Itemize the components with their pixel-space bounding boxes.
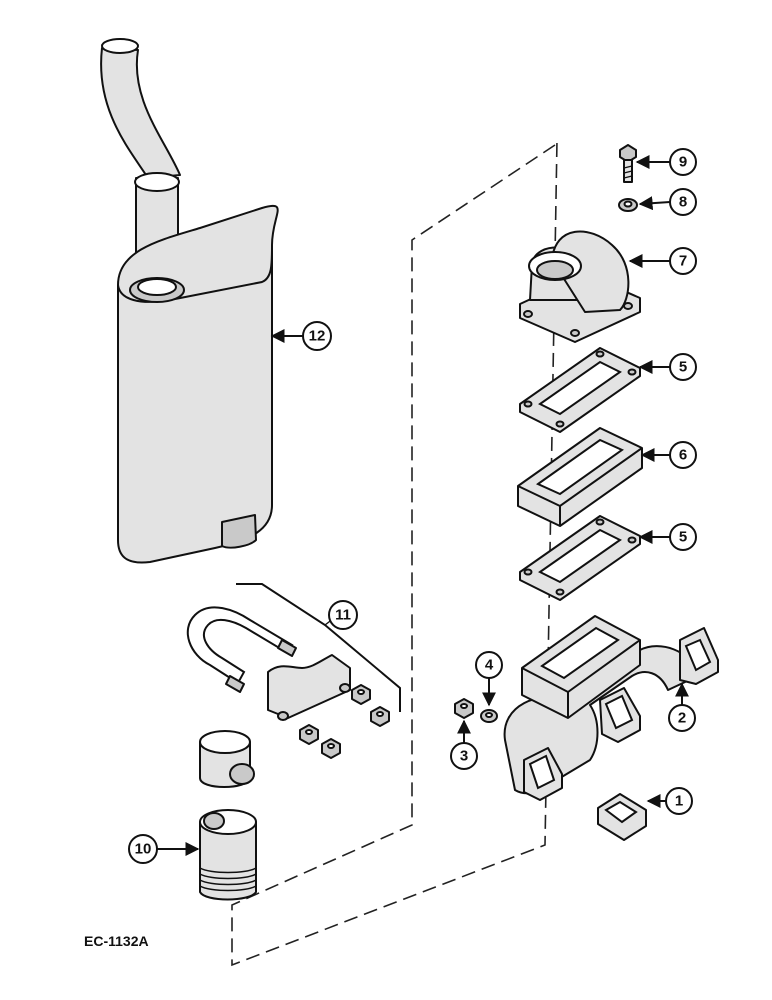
svg-text:3: 3 xyxy=(460,748,468,765)
assembly-dashed-line xyxy=(231,139,558,967)
svg-text:7: 7 xyxy=(679,253,687,270)
svg-text:9: 9 xyxy=(679,154,687,171)
bolt-part-9 xyxy=(619,144,637,183)
svg-text:6: 6 xyxy=(679,447,687,464)
elbow-adapter-part-7 xyxy=(519,230,641,343)
callout-7: 7 xyxy=(669,247,697,275)
callout-4: 4 xyxy=(475,651,503,679)
gasket-part-1 xyxy=(597,793,647,841)
callout-9: 9 xyxy=(669,148,697,176)
pipe-coupler xyxy=(199,730,255,788)
clamp-kit-part-11 xyxy=(186,583,401,759)
callout-6: 6 xyxy=(669,441,697,469)
threaded-pipe-part-10 xyxy=(199,809,257,901)
leader-lines xyxy=(157,155,689,856)
svg-text:5: 5 xyxy=(679,359,687,376)
lock-washer-part-8 xyxy=(618,198,638,212)
callout-5-lower: 5 xyxy=(669,523,697,551)
callout-8: 8 xyxy=(669,188,697,216)
callout-11: 11 xyxy=(328,600,358,630)
svg-text:4: 4 xyxy=(485,657,494,674)
drawing-code: EC-1132A xyxy=(84,933,149,949)
svg-text:8: 8 xyxy=(679,194,687,211)
svg-text:1: 1 xyxy=(675,793,683,810)
svg-text:2: 2 xyxy=(678,710,686,727)
svg-text:10: 10 xyxy=(135,841,152,858)
svg-text:12: 12 xyxy=(309,328,326,345)
callout-1: 1 xyxy=(665,787,693,815)
exhaust-manifold-part-2 xyxy=(503,615,719,801)
callout-5-upper: 5 xyxy=(669,353,697,381)
gasket-upper-part-5 xyxy=(519,347,641,433)
nut-part-3 xyxy=(454,698,474,719)
callout-3: 3 xyxy=(450,742,478,770)
callout-10: 10 xyxy=(128,834,158,864)
gasket-lower-part-5 xyxy=(519,515,641,601)
washer-part-4 xyxy=(480,709,498,723)
spacer-part-6 xyxy=(517,427,643,527)
svg-text:5: 5 xyxy=(679,529,687,546)
callout-12: 12 xyxy=(302,321,332,351)
svg-text:11: 11 xyxy=(335,607,351,624)
callout-2: 2 xyxy=(668,704,696,732)
muffler-part-12 xyxy=(100,38,279,564)
